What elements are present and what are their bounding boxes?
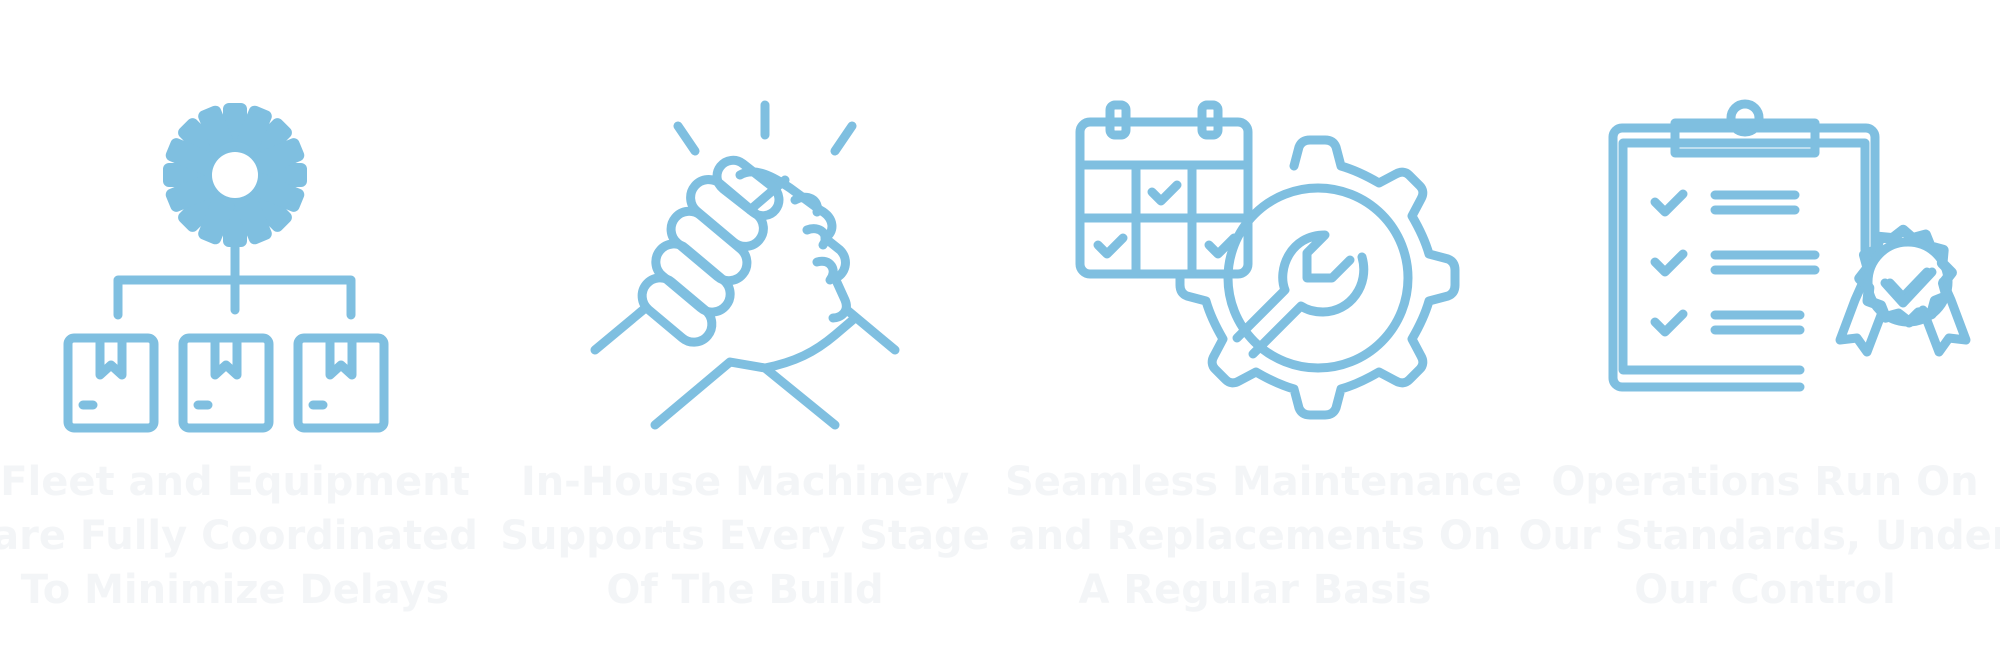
feature-operations: Operations Run On Our Standards, Under O…	[1515, 0, 2000, 666]
feature-maintenance: Seamless Maintenance and Replacements On…	[1005, 0, 1523, 666]
caption-line: A Regular Basis	[1078, 567, 1432, 613]
feature-machinery: In-House Machinery Supports Every Stage …	[495, 0, 995, 666]
feature-caption: Fleet and Equipment are Fully Coordinate…	[0, 455, 485, 617]
feature-caption: Operations Run On Our Standards, Under O…	[1515, 455, 2000, 617]
caption-line: Our Standards, Under	[1518, 513, 2000, 559]
caption-line: and Replacements On	[1008, 513, 1502, 559]
calendar-gear-wrench-icon	[1075, 100, 1460, 420]
caption-line: Fleet and Equipment	[0, 459, 470, 505]
caption-line: Our Control	[1634, 567, 1896, 613]
feature-caption: In-House Machinery Supports Every Stage …	[495, 455, 995, 617]
caption-line: Seamless Maintenance	[1005, 459, 1523, 505]
handshake-icon	[590, 100, 900, 430]
caption-line: Of The Build	[606, 567, 884, 613]
caption-line: Operations Run On	[1551, 459, 1979, 505]
gear-network-boxes-icon	[63, 103, 389, 433]
clipboard-badge-icon	[1608, 99, 1971, 392]
caption-line: are Fully Coordinated	[0, 513, 478, 559]
feature-fleet: Fleet and Equipment are Fully Coordinate…	[0, 0, 485, 666]
feature-caption: Seamless Maintenance and Replacements On…	[1005, 455, 1523, 617]
caption-line: To Minimize Delays	[20, 567, 450, 613]
caption-line: In-House Machinery	[520, 459, 970, 505]
caption-line: Supports Every Stage	[500, 513, 990, 559]
